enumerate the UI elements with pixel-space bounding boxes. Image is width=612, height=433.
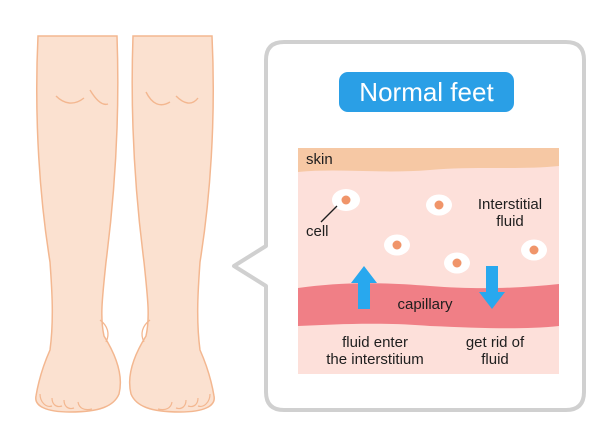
fluid-enter-line-2: the interstitium (326, 351, 424, 368)
right-leg (129, 35, 215, 413)
title-badge: Normal feet (339, 72, 514, 112)
skin-layer (298, 148, 559, 172)
fluid-enter-label: fluid enter the interstitium (300, 334, 450, 368)
left-ankle (99, 319, 109, 343)
interstitial-fluid-line-2: fluid (496, 213, 524, 230)
right-knee-line (145, 91, 171, 106)
get-rid-label: get rid of fluid (450, 334, 540, 368)
left-knee-line (55, 95, 85, 104)
right-ankle (141, 319, 151, 343)
get-rid-line-1: get rid of (465, 334, 525, 351)
right-toes (157, 393, 211, 411)
cell-pointer-line (320, 205, 338, 223)
left-leg (35, 35, 121, 413)
cell-label: cell (306, 223, 329, 240)
tissue-background (298, 148, 559, 374)
cell (426, 194, 452, 216)
skin-label: skin (306, 151, 333, 168)
down-arrow (479, 266, 505, 309)
right-knee-line-2 (175, 95, 199, 104)
interstitial-fluid-line-1: Interstitial (477, 196, 543, 213)
get-rid-line-2: fluid (481, 351, 509, 368)
cell (444, 252, 470, 274)
left-toes (39, 393, 93, 411)
interstitial-fluid-label: Interstitial fluid (465, 196, 555, 230)
capillary-label: capillary (397, 296, 453, 313)
cell (384, 234, 410, 256)
cell (521, 239, 547, 261)
left-knee-line-2 (89, 89, 109, 106)
tissue-section (298, 148, 559, 374)
cell (332, 189, 360, 211)
fluid-enter-line-1: fluid enter (342, 334, 408, 351)
legs-illustration (35, 35, 215, 413)
up-arrow (351, 266, 377, 309)
